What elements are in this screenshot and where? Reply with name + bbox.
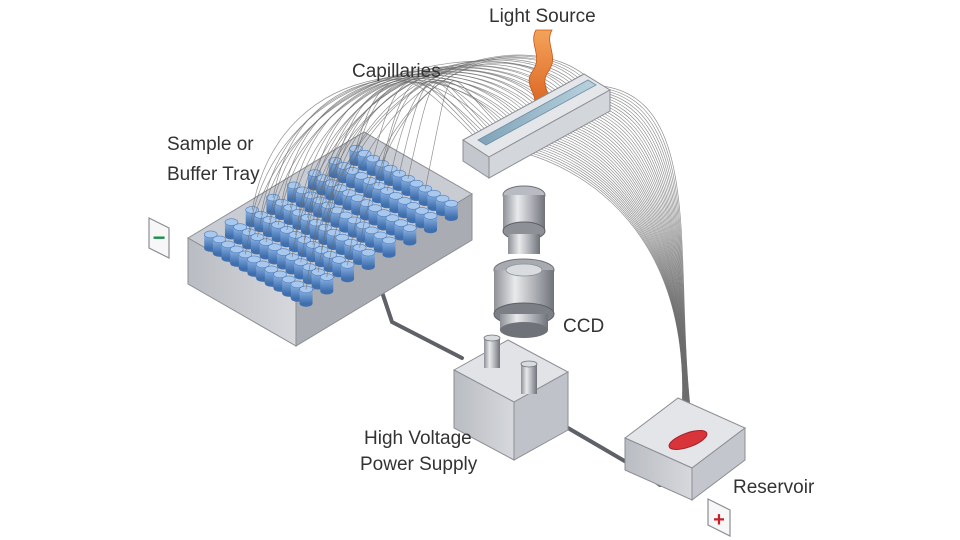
capillary-inlet-strand [331, 81, 496, 184]
electrode-terminal-right [520, 360, 538, 394]
capillary-inlet-strand [372, 81, 482, 159]
capillary-inlet-strand [277, 71, 542, 225]
label-light-source: Light Source [489, 6, 596, 27]
capillary-inlet-strand [269, 72, 536, 220]
high-voltage-power-supply [452, 334, 570, 461]
tray-well [319, 273, 334, 295]
capillary-inlet-strand [298, 75, 528, 213]
capillary-inlet-strand [424, 80, 502, 189]
label-ccd: CCD [563, 316, 604, 337]
negative-electrode-sign: − [148, 217, 170, 259]
capillary-inlet-strand [281, 77, 516, 203]
detection-slot [477, 79, 597, 146]
label-sample-tray-line2: Buffer Tray [167, 164, 260, 185]
capillary-inlet-strand [355, 80, 479, 149]
negative-symbol: − [153, 225, 166, 250]
label-sample-tray-line1: Sample or [167, 134, 254, 155]
capillary-inlet-strand [286, 69, 548, 230]
capillary-inlet-strand [407, 81, 493, 179]
capillary-inlet-strand [347, 57, 582, 265]
label-capillaries: Capillaries [352, 61, 441, 82]
reservoir [624, 397, 746, 502]
reservoir-buffer [668, 430, 708, 450]
capillary-inlet-strand [265, 64, 562, 243]
capillary-inlet-strand [319, 78, 513, 201]
capillary-inlet-strand [260, 74, 530, 215]
capillary-inlet-strand [310, 79, 507, 196]
capillary-outlet-strand [601, 85, 695, 439]
tray-well [340, 261, 355, 283]
wire-tray-to-power-supply [380, 290, 464, 360]
capillary-inlet-strand [289, 76, 522, 208]
detection-window [462, 73, 611, 179]
capillary-inlet-strand [305, 54, 591, 290]
capillary-inlet-strand [248, 68, 551, 233]
label-power-supply-line2: Power Supply [360, 454, 478, 475]
tray-well [402, 224, 417, 246]
capillary-inlet-strand [307, 73, 533, 218]
capillary-inlet-strand [352, 81, 487, 171]
capillary-inlet-strand [272, 79, 510, 198]
capillary-inlet-strand [295, 67, 553, 235]
capillary-inlet-strand [257, 66, 556, 238]
tray-wells [203, 144, 459, 307]
electrode-terminal-left [483, 334, 501, 368]
label-power-supply-line1: High Voltage [364, 428, 472, 449]
capillary-inlet-strand [303, 65, 559, 240]
tray-well [382, 236, 396, 258]
tray-well [361, 248, 376, 271]
positive-electrode-sign: + [707, 498, 731, 537]
positive-symbol: + [713, 509, 725, 531]
sample-buffer-tray [187, 131, 473, 347]
tray-well [444, 199, 459, 222]
tray-well [423, 212, 438, 234]
capillary-inlet-strand [386, 80, 505, 191]
label-reservoir: Reservoir [733, 477, 815, 498]
capillary-inlet-strand [251, 75, 525, 210]
ccd-camera [493, 185, 555, 338]
capillary-inlet-strand [317, 56, 585, 273]
capillary-inlet-strand [326, 55, 588, 278]
